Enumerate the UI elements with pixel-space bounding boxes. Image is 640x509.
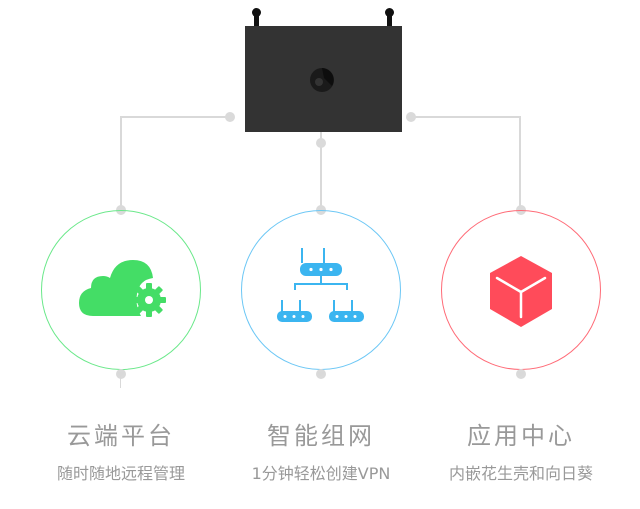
connector-right-vertical: [519, 116, 521, 210]
feature-subtitle: 内嵌花生壳和向日葵: [448, 464, 593, 483]
feature-title: 智能组网: [267, 422, 375, 450]
connector-stub: [120, 374, 121, 388]
connector-dot: [225, 112, 235, 122]
cloud-gear-icon: [79, 260, 166, 317]
cube-icon: [490, 256, 552, 327]
connector-right-horizontal: [410, 116, 521, 118]
peanut-shell-logo-icon: [310, 68, 334, 92]
router-device: [245, 26, 402, 132]
connector-left-horizontal: [120, 116, 231, 118]
connector-left-vertical: [120, 116, 122, 210]
feature-subtitle: 1分钟轻松创建VPN: [251, 464, 391, 483]
connector-dot: [406, 112, 416, 122]
left-antenna: [252, 8, 261, 27]
network-topology-icon: [277, 248, 364, 322]
connector-dot: [316, 138, 326, 148]
connector-center-vertical: [320, 132, 322, 210]
down-arrow-icon: [317, 372, 325, 377]
down-arrow-icon: [517, 372, 525, 377]
right-antenna: [385, 8, 394, 27]
feature-title: 应用中心: [467, 422, 575, 450]
down-arrow-icon: [117, 372, 125, 377]
feature-subtitle: 随时随地远程管理: [56, 464, 185, 483]
feature-title: 云端平台: [67, 422, 175, 450]
